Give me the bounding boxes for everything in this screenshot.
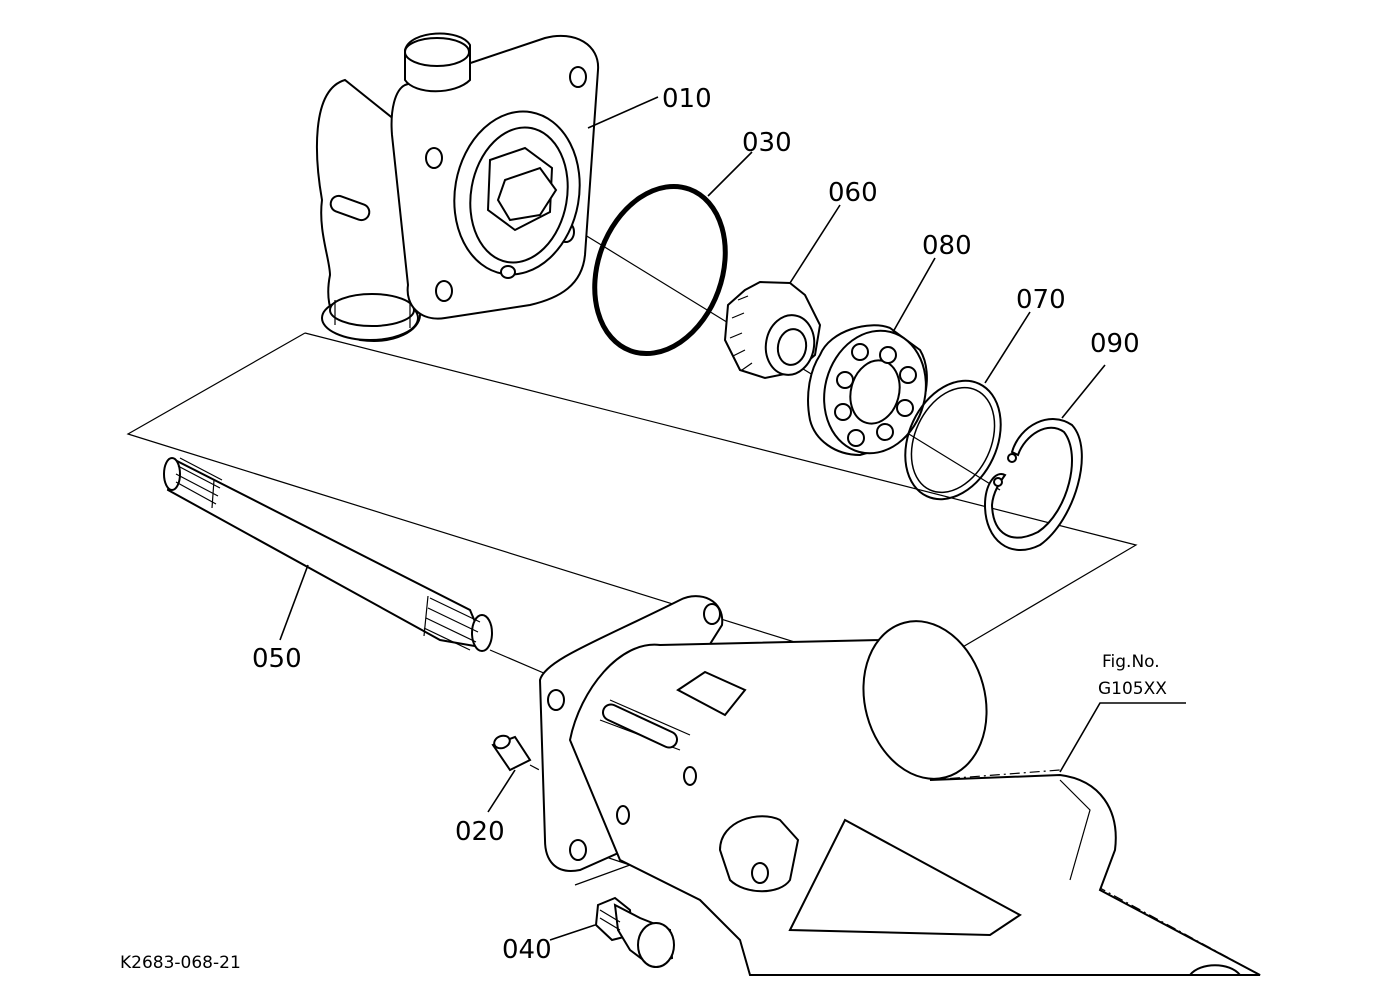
part-label-080: 080: [922, 231, 972, 261]
part-label-090: 090: [1090, 329, 1140, 359]
circlip-090[interactable]: [983, 418, 1083, 551]
part-label-050: 050: [252, 644, 302, 674]
part-label-030: 030: [742, 128, 792, 158]
leader-010: [587, 96, 659, 129]
figure-reference: Fig.No. G105XX: [1059, 652, 1186, 773]
bearing-080[interactable]: [807, 319, 939, 465]
shaft-050[interactable]: [163, 457, 493, 652]
leader-020: [487, 769, 516, 813]
part-label-070: 070: [1016, 285, 1066, 315]
fig-ref-line1: Fig.No.: [1102, 652, 1160, 672]
leader-050: [279, 564, 309, 641]
o-ring-030[interactable]: [572, 168, 747, 372]
leader-090: [1061, 364, 1106, 419]
leader-080: [892, 257, 936, 333]
leader-060: [789, 204, 841, 284]
leader-030: [707, 151, 753, 197]
housing-010[interactable]: [315, 32, 600, 342]
plug-040[interactable]: [594, 896, 675, 968]
fig-ref-line2: G105XX: [1098, 679, 1167, 699]
ring-070[interactable]: [887, 365, 1019, 515]
pin-020[interactable]: [491, 734, 532, 772]
leader-040: [549, 924, 596, 941]
drawing-code: K2683-068-21: [120, 953, 241, 973]
leader-070: [984, 311, 1031, 384]
part-label-010: 010: [662, 84, 712, 114]
part-label-020: 020: [455, 817, 505, 847]
gear-060[interactable]: [723, 280, 822, 380]
part-label-040: 040: [502, 935, 552, 965]
transmission-case: [538, 595, 1261, 976]
part-label-060: 060: [828, 178, 878, 208]
